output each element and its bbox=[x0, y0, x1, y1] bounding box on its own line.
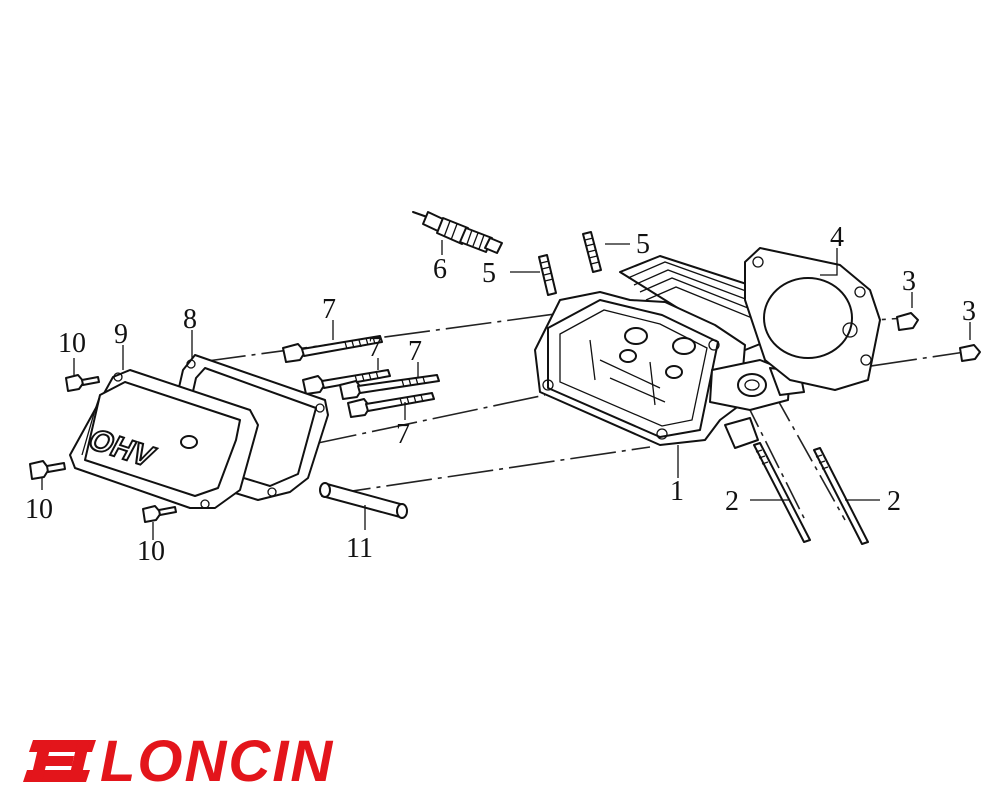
callout-8: 8 bbox=[183, 304, 197, 335]
callout-4: 4 bbox=[830, 222, 844, 253]
callout-3: 3 bbox=[902, 266, 916, 297]
callout-7: 7 bbox=[368, 332, 382, 363]
callout-7: 7 bbox=[396, 419, 410, 450]
callout-3: 3 bbox=[962, 296, 976, 327]
callout-6: 6 bbox=[433, 254, 447, 285]
stud-bolts bbox=[538, 231, 602, 296]
callout-1: 1 bbox=[670, 476, 684, 507]
head-gasket bbox=[744, 247, 881, 391]
leader-lines bbox=[41, 240, 971, 540]
callout-7: 7 bbox=[322, 294, 336, 325]
assembly-axis-lines bbox=[189, 311, 966, 521]
callout-2: 2 bbox=[725, 486, 739, 517]
head-bolts bbox=[282, 335, 440, 418]
dowel-pins bbox=[896, 312, 981, 362]
callout-9: 9 bbox=[114, 319, 128, 350]
callout-10: 10 bbox=[58, 328, 86, 359]
rocker-cover: OHV bbox=[69, 369, 259, 509]
callout-5: 5 bbox=[482, 258, 496, 289]
cover-bolts bbox=[29, 374, 177, 523]
callout-11: 11 bbox=[346, 533, 373, 564]
callout-5: 5 bbox=[636, 229, 650, 260]
loncin-logo: LONCIN bbox=[23, 729, 334, 794]
callout-7: 7 bbox=[408, 336, 422, 367]
callout-10: 10 bbox=[137, 536, 165, 567]
spark-plug bbox=[412, 211, 503, 254]
logo-wordmark: LONCIN bbox=[100, 729, 334, 794]
callout-10: 10 bbox=[25, 494, 53, 525]
callout-2: 2 bbox=[887, 486, 901, 517]
loncin-logo-emblem bbox=[23, 740, 96, 782]
callout-labels: 1 2 2 3 3 4 5 5 6 7 7 7 7 8 9 10 10 10 1… bbox=[25, 222, 976, 567]
dowel-tube bbox=[319, 482, 408, 519]
push-rods bbox=[753, 442, 869, 545]
cylinder-head bbox=[534, 255, 805, 449]
